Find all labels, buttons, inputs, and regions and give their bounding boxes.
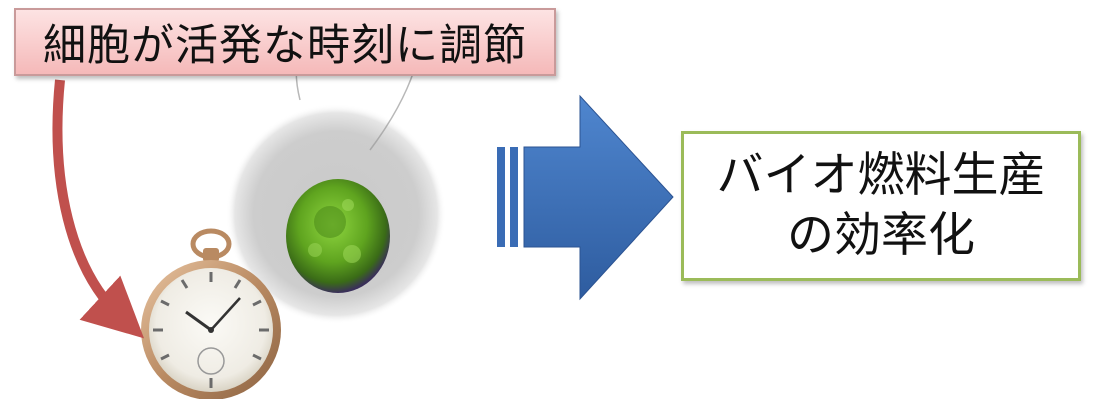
regulation-label-box: 細胞が活発な時刻に調節 <box>14 8 556 76</box>
result-line-2: の効率化 <box>787 208 975 263</box>
block-arrow <box>497 94 674 301</box>
regulation-label-text: 細胞が活発な時刻に調節 <box>43 21 527 71</box>
result-line-1: バイオ燃料生産 <box>716 148 1046 203</box>
algae-cell-image <box>226 9 446 324</box>
result-box: バイオ燃料生産 の効率化 <box>681 131 1081 281</box>
pocket-watch-image <box>141 228 281 399</box>
curved-arrow <box>52 79 145 339</box>
